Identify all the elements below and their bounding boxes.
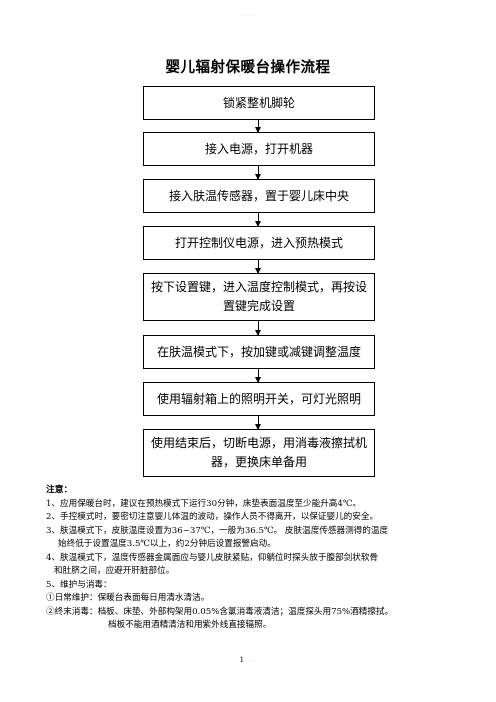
flow-step-4: 打开控制仪电源，进入预热模式 xyxy=(143,226,375,260)
note-3: 3、肤温模式下，皮肤温度设置为36~37℃，一般为36.5℃。 皮肤温度传感器测… xyxy=(46,525,389,536)
notes-section: 注意： 1、应用保暖台时，建议在预热模式下运行30分钟，床垫表面温度至少能升高4… xyxy=(46,484,460,633)
flow-arrow-2 xyxy=(255,166,261,180)
page-footer: 1 —— xyxy=(0,656,496,664)
maintenance-daily: ①日常维护：保暖台表面每日用清水清洁。 xyxy=(46,593,210,603)
flow-arrow-1 xyxy=(255,120,261,133)
flow-step-2: 接入电源，打开机器 xyxy=(143,132,375,166)
note-1: 1、应用保暖台时，建议在预热模式下运行30分钟，床垫表面温度至少能升高4℃。 xyxy=(46,498,362,509)
flow-step-5: 按下设置键，进入温度控制模式，再按设置键完成设置 xyxy=(143,273,375,321)
flow-arrow-6 xyxy=(255,369,261,383)
note-4-continued: 和肚脐之间，应避开肝脏部位。 xyxy=(54,566,175,576)
flow-arrow-4 xyxy=(255,260,261,274)
maintenance-terminal-continued: 档板不能用酒精清洁和用紫外线直接辐照。 xyxy=(108,620,272,630)
page-watermark: ——— xyxy=(239,12,257,18)
flow-step-7: 使用辐射箱上的照明开关，可灯光照明 xyxy=(143,382,375,416)
flow-step-3: 接入肤温传感器，置于婴儿床中央 xyxy=(143,179,375,213)
note-3-continued: 始终低于设置温度3.5℃以上，约2分钟后设置报警启动。 xyxy=(58,539,276,549)
flow-step-6: 在肤温模式下，按加键或减键调整温度 xyxy=(143,335,375,369)
maintenance-terminal: ②终末消毒：档板、床垫、外部构架用0.05%含氯消毒液清洁；温度探头用75%酒精… xyxy=(46,606,394,617)
footer-faint-text: —— xyxy=(246,658,257,664)
document-title: 婴儿辐射保暖台操作流程 xyxy=(165,60,331,76)
flow-step-8: 使用结束后，切断电源，用消毒液擦拭机器，更换床单备用 xyxy=(143,429,375,477)
notes-heading: 注意： xyxy=(46,485,73,495)
note-4: 4、肤温模式下，温度传感器金属面应与婴儿皮肤紧贴，仰躺位时探头放于腹部剑状软骨 xyxy=(46,552,379,563)
flow-arrow-3 xyxy=(255,213,261,227)
note-2: 2、手控模式时，要密切注意婴儿体温的波动，操作人员不得离开，以保证婴儿的安全。 xyxy=(46,512,379,522)
note-5: 5、维护与消毒： xyxy=(46,579,112,590)
flow-arrow-7 xyxy=(255,416,261,430)
page-number: 1 xyxy=(239,656,245,664)
flow-arrow-5 xyxy=(255,321,261,336)
flow-step-1: 锁紧整机脚轮 xyxy=(143,86,375,120)
